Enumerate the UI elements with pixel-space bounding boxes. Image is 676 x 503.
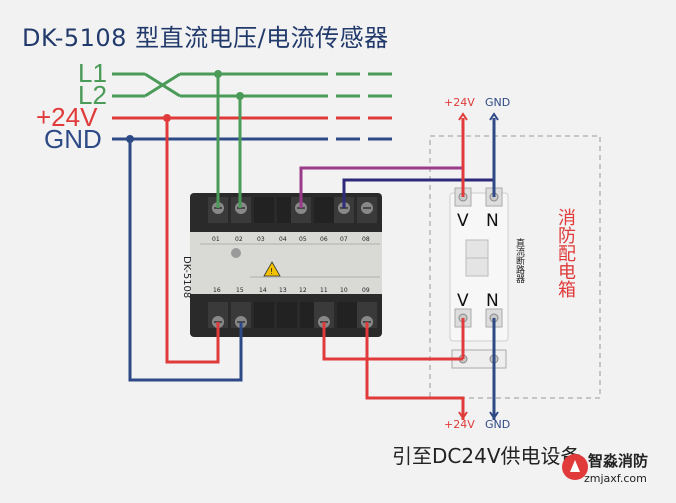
breaker-n-bottom: N bbox=[486, 291, 499, 311]
wire-gnd-power bbox=[128, 139, 243, 382]
wire-current-out bbox=[365, 322, 465, 420]
top-ch-07: 07 bbox=[340, 236, 348, 243]
bottom-terminals bbox=[208, 302, 377, 328]
watermark: 智淼消防 zmjaxf.com bbox=[560, 448, 672, 492]
top-ch-06: 06 bbox=[320, 236, 328, 243]
top-ch-04: 04 bbox=[279, 236, 287, 243]
bottom-ch-15: 15 bbox=[236, 287, 244, 294]
breaker-bottom-24v-label: +24V bbox=[444, 418, 475, 431]
bus-l1 bbox=[112, 72, 392, 98]
bottom-ch-14: 14 bbox=[259, 287, 267, 294]
breaker-v-bottom: V bbox=[457, 291, 469, 311]
breaker-top-24v-label: +24V bbox=[444, 96, 475, 109]
bus-label-gnd: GND bbox=[44, 124, 102, 154]
footer-text: 引至DC24V供电设备 bbox=[392, 444, 581, 468]
warning-icon bbox=[263, 261, 281, 277]
bus-label-24v: +24V bbox=[36, 102, 98, 132]
module-panel bbox=[190, 232, 382, 294]
top-terminals bbox=[208, 197, 377, 223]
watermark-name: 智淼消防 bbox=[588, 452, 649, 470]
wire-current-in bbox=[322, 322, 463, 361]
breaker-device-label: 直流断路器 bbox=[514, 238, 524, 283]
top-ch-03: 03 bbox=[257, 236, 265, 243]
bottom-ch-12: 12 bbox=[299, 287, 307, 294]
svg-text:!: ! bbox=[270, 267, 273, 276]
breaker-top-gnd-label: GND bbox=[485, 96, 511, 109]
watermark-logo-icon bbox=[562, 454, 588, 480]
bottom-ch-11: 11 bbox=[320, 287, 328, 294]
fault-indicator bbox=[231, 248, 241, 258]
breaker-n-top: N bbox=[486, 211, 499, 231]
watermark-url: zmjaxf.com bbox=[584, 472, 647, 485]
bottom-ch-09: 09 bbox=[362, 287, 370, 294]
top-ch-01: 01 bbox=[212, 236, 220, 243]
breaker-bottom-gnd-label: GND bbox=[485, 418, 511, 431]
bus-label-l1: L1 bbox=[78, 58, 107, 88]
top-ch-08: 08 bbox=[362, 236, 370, 243]
bus-l2 bbox=[112, 72, 392, 98]
cabinet-label: 消防配电箱 bbox=[555, 208, 576, 298]
bottom-ch-10: 10 bbox=[340, 287, 348, 294]
bottom-ch-13: 13 bbox=[279, 287, 287, 294]
diagram-title: DK-5108 型直流电压/电流传感器 bbox=[22, 24, 389, 52]
cabinet-outline bbox=[429, 135, 601, 399]
wire-24v-power bbox=[165, 118, 220, 364]
bus-label-l2: L2 bbox=[78, 80, 107, 110]
breaker-v-top: V bbox=[457, 211, 469, 231]
module-model: DK-5108 bbox=[181, 256, 192, 298]
top-ch-05: 05 bbox=[299, 236, 307, 243]
bottom-ch-16: 16 bbox=[213, 287, 221, 294]
top-ch-02: 02 bbox=[235, 236, 243, 243]
